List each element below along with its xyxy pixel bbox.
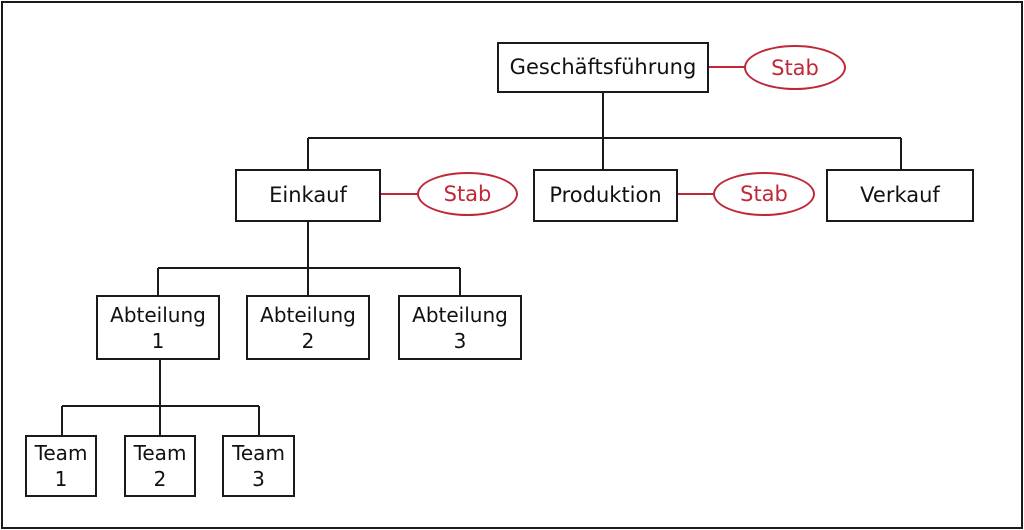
node-department-2-line2: 2 [301, 328, 315, 353]
node-department-2-line1: Abteilung [260, 302, 356, 327]
node-team-1: Team 1 [25, 435, 97, 497]
node-department-1-line2: 1 [151, 328, 165, 353]
node-team-2-line1: Team [133, 441, 187, 465]
node-management: Geschäftsführung [497, 42, 709, 93]
node-team-1-line1: Team [34, 441, 88, 465]
node-department-3: Abteilung 3 [398, 295, 522, 360]
staff-unit-purchasing: Stab [417, 172, 518, 216]
node-team-2: Team 2 [124, 435, 196, 497]
node-management-label: Geschäftsführung [509, 54, 697, 79]
node-team-3-line1: Team [232, 441, 285, 465]
node-department-3-line2: 3 [453, 328, 467, 353]
node-department-1-line1: Abteilung [110, 302, 206, 327]
node-purchasing: Einkauf [235, 169, 381, 222]
node-production: Produktion [533, 169, 678, 222]
staff-unit-purchasing-label: Stab [443, 182, 492, 206]
staff-unit-management: Stab [744, 45, 846, 90]
node-team-2-line2: 2 [153, 467, 167, 491]
node-sales: Verkauf [826, 169, 974, 222]
node-team-1-line2: 1 [54, 467, 68, 491]
staff-unit-production-label: Stab [740, 182, 788, 206]
node-production-label: Produktion [549, 182, 662, 207]
node-purchasing-label: Einkauf [269, 182, 347, 207]
node-team-3: Team 3 [222, 435, 295, 497]
node-department-3-line1: Abteilung [412, 302, 508, 327]
staff-unit-management-label: Stab [771, 55, 819, 80]
node-department-2: Abteilung 2 [246, 295, 370, 360]
staff-unit-production: Stab [713, 172, 815, 216]
node-department-1: Abteilung 1 [96, 295, 220, 360]
node-team-3-line2: 3 [252, 467, 265, 491]
node-sales-label: Verkauf [860, 182, 940, 207]
